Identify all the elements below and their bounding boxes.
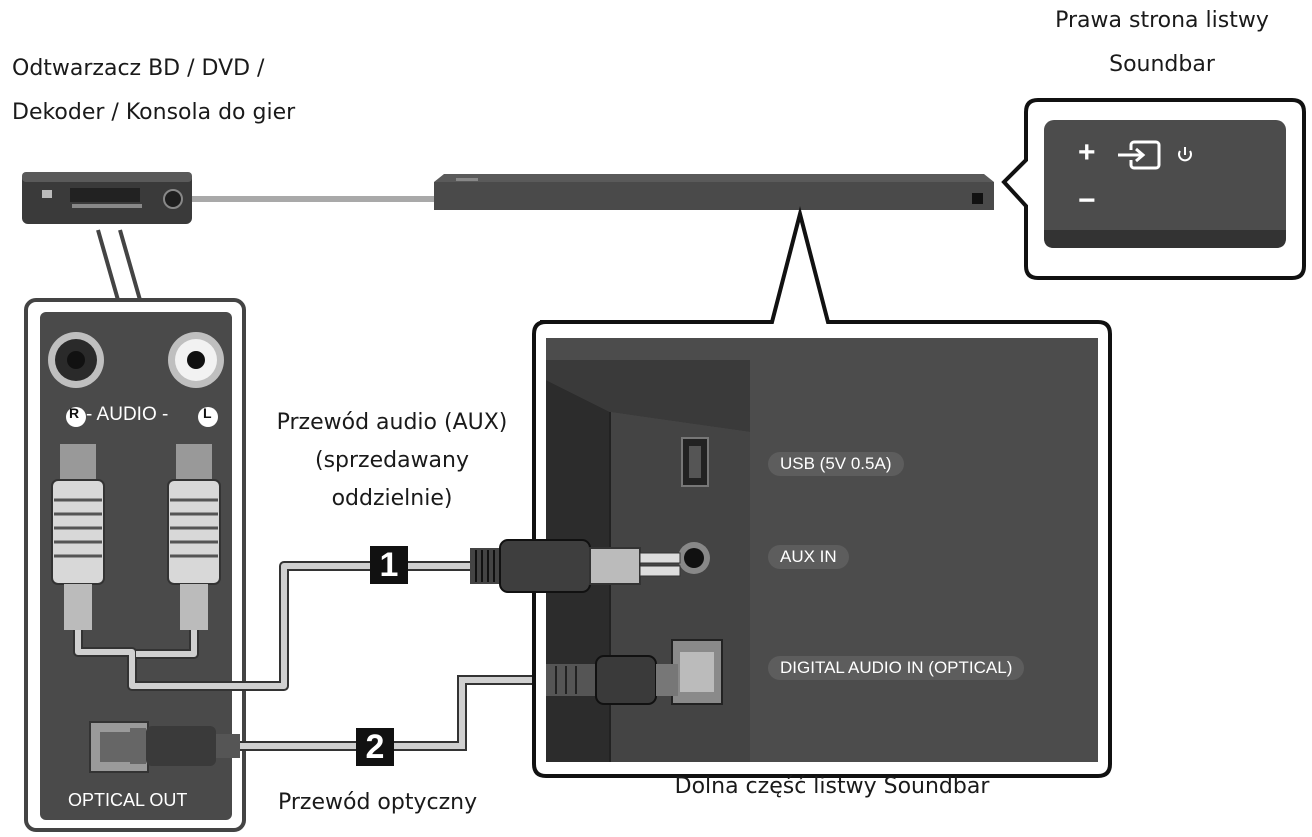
usb-port-label: USB (5V 0.5A) <box>768 452 904 476</box>
player-label-line1: Odtwarzacz BD / DVD / <box>12 56 265 81</box>
volume-minus-button: − <box>1078 184 1096 217</box>
digital-in-port-label: DIGITAL AUDIO IN (OPTICAL) <box>768 656 1025 680</box>
aux-cable <box>73 561 500 691</box>
aux-cable-label-line3: oddzielnie) <box>331 486 453 511</box>
bd-player-device <box>22 172 192 224</box>
power-icon <box>1178 147 1192 162</box>
aux-cable-label-line1: Przewód audio (AUX) <box>276 410 508 435</box>
bottom-part-label: Dolna część listwy Soundbar <box>674 774 990 799</box>
right-side-label-line2: Soundbar <box>1109 52 1215 77</box>
optical-plug-soundbar <box>546 655 678 705</box>
rca-plug-left <box>51 444 105 630</box>
bottom-part-callout <box>532 206 1112 778</box>
aux-plug-soundbar <box>470 539 681 593</box>
audio-r-marker: R <box>69 405 80 421</box>
aux-cable-label-line2: (sprzedawany <box>314 448 470 473</box>
optical-number-badge: 2 <box>356 728 394 766</box>
volume-plus-button: + <box>1078 136 1096 169</box>
optical-cable-label: Przewód optyczny <box>278 790 478 815</box>
optical-cable <box>236 675 560 751</box>
right-side-label-line1: Prawa strona listwy <box>1055 8 1269 33</box>
audio-label: - AUDIO - <box>86 404 169 425</box>
source-icon <box>1118 140 1161 170</box>
rca-plug-right <box>167 444 221 630</box>
right-side-callout <box>1001 98 1306 280</box>
optical-plug-player <box>130 726 240 766</box>
optical-out-label: OPTICAL OUT <box>68 790 188 810</box>
player-label-line2: Dekoder / Konsola do gier <box>12 100 296 125</box>
soundbar <box>434 174 994 210</box>
aux-in-port-label: AUX IN <box>768 545 849 569</box>
audio-l-marker: L <box>203 405 212 421</box>
player-panel-callout <box>24 229 246 832</box>
aux-number-badge: 1 <box>370 546 408 584</box>
